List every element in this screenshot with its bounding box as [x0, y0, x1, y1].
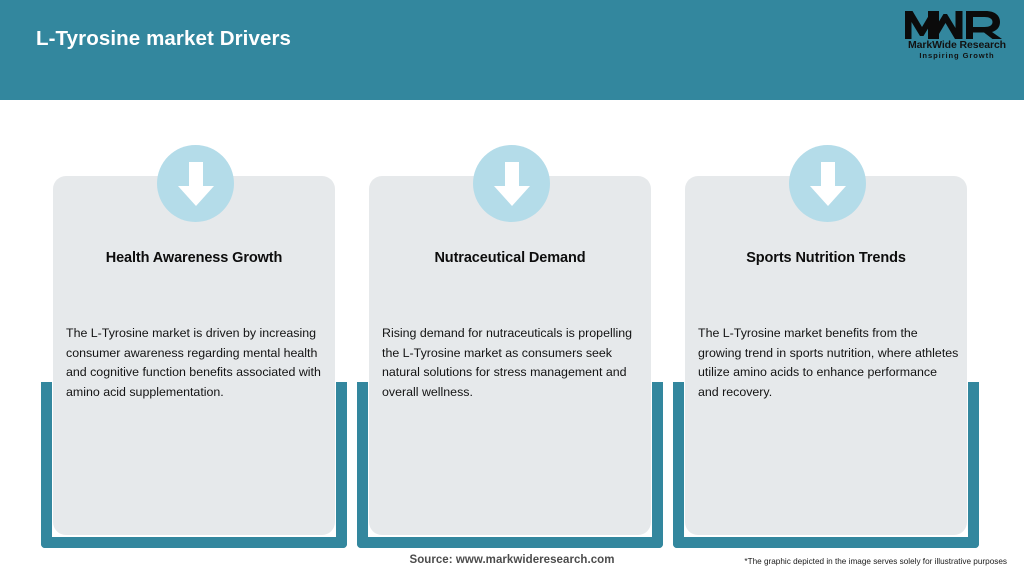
mwr-monogram-icon	[905, 11, 1002, 39]
card-accent-bracket	[673, 382, 979, 548]
driver-card-1: Health Awareness Growth The L-Tyrosine m…	[41, 100, 357, 550]
source-note: Source: www.markwideresearch.com	[409, 554, 615, 566]
card-body-text: The L-Tyrosine market benefits from the …	[698, 326, 959, 400]
down-arrow-icon	[473, 145, 550, 222]
card-title: Nutraceutical Demand	[434, 250, 586, 266]
drivers-card-group: Health Awareness Growth The L-Tyrosine m…	[0, 100, 1024, 576]
card-body-text: Rising demand for nutraceuticals is prop…	[382, 326, 633, 400]
card-title: Sports Nutrition Trends	[746, 250, 906, 266]
card-body-text: The L-Tyrosine market is driven by incre…	[66, 326, 321, 400]
card-accent-bracket	[41, 382, 347, 548]
down-arrow-icon	[157, 145, 234, 222]
driver-card-2: Nutraceutical Demand Rising demand for n…	[357, 100, 673, 550]
card-panel	[685, 176, 967, 535]
card-accent-bracket	[357, 382, 663, 548]
card-title: Health Awareness Growth	[105, 250, 283, 266]
logo-tagline: Inspiring Growth	[919, 51, 995, 60]
page-title: L-Tyrosine market Drivers	[36, 27, 292, 50]
logo-company-name: MarkWide Research	[908, 39, 1006, 51]
card-panel	[369, 176, 651, 535]
down-arrow-icon	[789, 145, 866, 222]
card-panel	[53, 176, 335, 535]
markwide-research-logo: MarkWide Research Inspiring Growth	[904, 8, 1010, 64]
disclaimer-note: *The graphic depicted in the image serve…	[744, 557, 1007, 566]
driver-card-3: Sports Nutrition Trends The L-Tyrosine m…	[673, 100, 989, 550]
header-bar	[0, 0, 1024, 100]
